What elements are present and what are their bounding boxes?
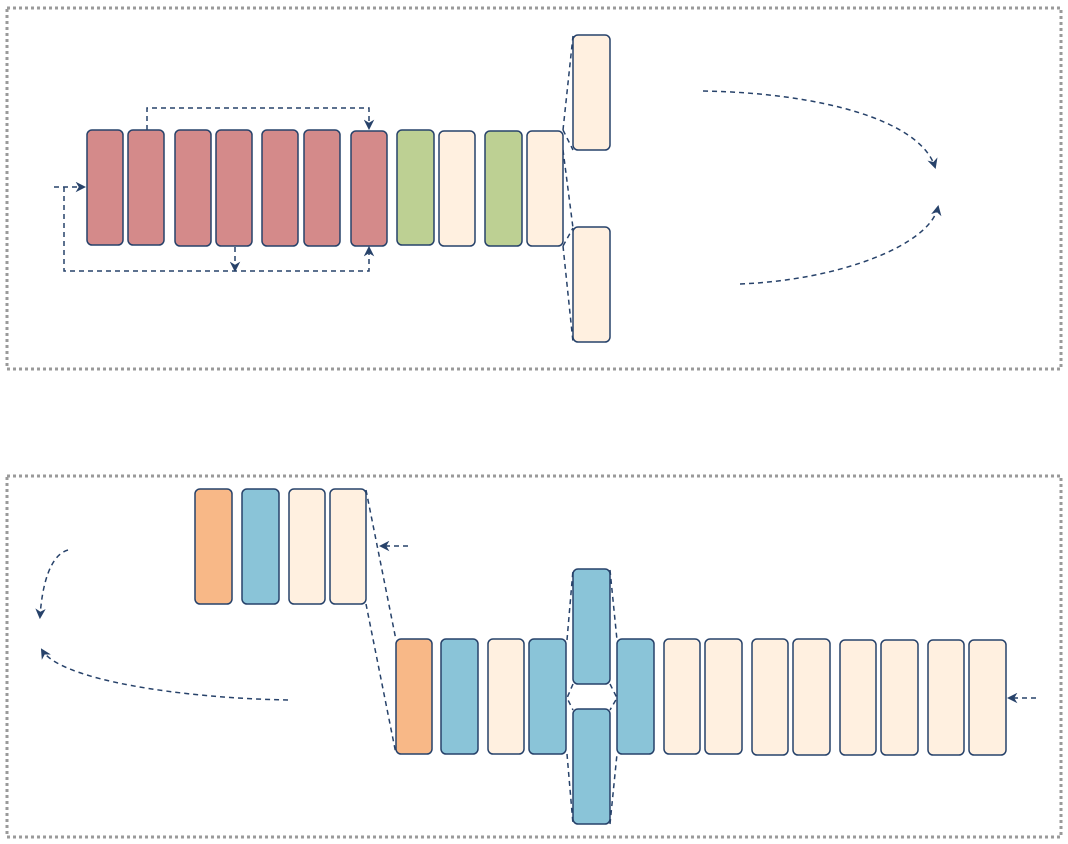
bottom-block-7-cream <box>487 638 525 755</box>
fan-out-line-4 <box>562 245 574 343</box>
top-block-12-cream <box>572 34 611 151</box>
top-block-9-cream <box>438 130 476 247</box>
top-block-13-cream <box>572 226 611 343</box>
bottom-block-15-cream <box>792 638 831 756</box>
bottom-panel-blocks <box>194 488 1007 825</box>
fan-line-a <box>566 569 574 641</box>
top-block-3-red <box>174 129 212 247</box>
fan-in-line-1 <box>365 489 397 641</box>
top-block-7-red <box>350 130 388 247</box>
bottom-block-12-cream <box>663 638 701 755</box>
fan-out-line-1 <box>562 35 574 131</box>
bottom-block-6-blue <box>440 638 479 755</box>
bottom-block-17-cream <box>880 639 919 756</box>
top-panel-blocks <box>86 34 611 343</box>
fan-line-f <box>609 683 618 711</box>
top-block-6-red <box>303 129 341 247</box>
bottom-block-19-cream <box>968 639 1007 756</box>
top-block-2-red <box>127 129 165 246</box>
fan-out-line-2 <box>562 129 574 151</box>
curve-arrow-upper <box>702 90 938 169</box>
curve-arrow-long <box>40 648 289 701</box>
bottom-block-4-cream <box>329 488 367 605</box>
fan-line-d <box>609 753 618 825</box>
fan-out-line-3 <box>562 227 574 247</box>
bottom-block-16-cream <box>839 639 877 756</box>
top-block-1-red <box>86 129 124 246</box>
bottom-block-11-blue <box>616 638 655 755</box>
bottom-block-9-blue <box>572 568 611 685</box>
fan-line-c <box>609 569 618 641</box>
top-block-10-green <box>484 130 523 247</box>
bottom-block-10-blue <box>572 708 611 825</box>
bottom-block-5-orange <box>395 638 433 755</box>
bottom-block-2-blue <box>241 488 280 605</box>
skip-connection-top <box>146 107 375 131</box>
top-block-8-green <box>396 129 435 246</box>
curve-arrow-lower <box>739 204 942 285</box>
bottom-block-8-blue <box>528 638 567 755</box>
fan-in-line-2 <box>365 603 397 755</box>
top-block-4-red <box>215 129 253 247</box>
bottom-block-18-cream <box>927 639 965 756</box>
top-connectors <box>54 35 942 343</box>
fan-line-b <box>566 753 574 825</box>
top-block-5-red <box>261 129 299 247</box>
bottom-block-1-orange <box>194 488 233 605</box>
top-block-11-cream <box>526 130 564 247</box>
bottom-connectors <box>35 489 1036 825</box>
bottom-block-3-cream <box>288 488 326 605</box>
skip-connection-bottom <box>63 187 375 272</box>
bottom-block-14-cream <box>751 638 789 756</box>
bottom-block-13-cream <box>704 638 743 755</box>
fan-out-line-5 <box>562 149 574 229</box>
fan-line-e <box>566 683 574 711</box>
curve-arrow-small <box>35 549 69 620</box>
